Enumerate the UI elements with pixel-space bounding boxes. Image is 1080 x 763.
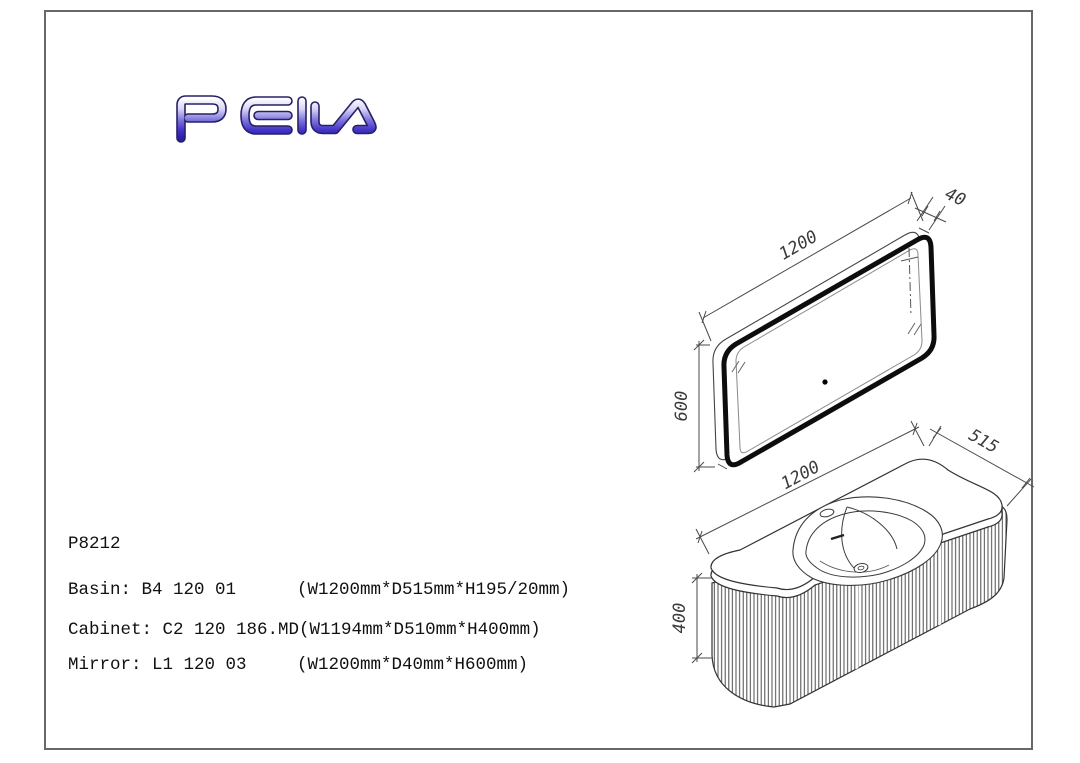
- cabinet-height-dimension: 400: [670, 572, 712, 664]
- mirror-height-dimension: 600: [672, 339, 715, 473]
- drain-hole: [853, 562, 869, 574]
- basin-model: Basin: B4 120 01: [68, 580, 237, 600]
- touch-sensor-dot: [822, 379, 828, 385]
- overflow-slot: [830, 533, 845, 541]
- cabinet-model: Cabinet: C2 120 186.MD: [68, 620, 300, 640]
- spec-row-mirror: Mirror: L1 120 03 (W1200mm*D40mm*H600mm): [68, 654, 528, 677]
- mirror-height-label: 600: [672, 391, 692, 422]
- basin: [792, 496, 943, 586]
- product-code-text: P8212: [68, 534, 121, 554]
- product-code: P8212: [68, 533, 121, 556]
- mirror-model: Mirror: L1 120 03: [68, 655, 247, 675]
- cabinet-drawing: 1200 515 400: [670, 420, 1035, 708]
- faucet-hole: [819, 508, 835, 518]
- cabinet-height-label: 400: [670, 603, 690, 634]
- peila-logo-glyphs: [176, 95, 377, 143]
- peila-logo: PEILA: [172, 92, 392, 144]
- mirror-centerline: [900, 247, 919, 317]
- spec-row-basin: Basin: B4 120 01 (W1200mm*D515mm*H195/20m…: [68, 579, 570, 602]
- basin-dimensions: (W1200mm*D515mm*H195/20mm): [297, 580, 571, 600]
- glass-hatch-marks: [731, 322, 922, 374]
- cabinet-dimensions: (W1194mm*D510mm*H400mm): [299, 620, 541, 640]
- spec-row-cabinet: Cabinet: C2 120 186.MD(W1194mm*D510mm*H4…: [68, 619, 541, 642]
- mirror-dimensions: (W1200mm*D40mm*H600mm): [297, 655, 529, 675]
- page-border: [44, 10, 1033, 750]
